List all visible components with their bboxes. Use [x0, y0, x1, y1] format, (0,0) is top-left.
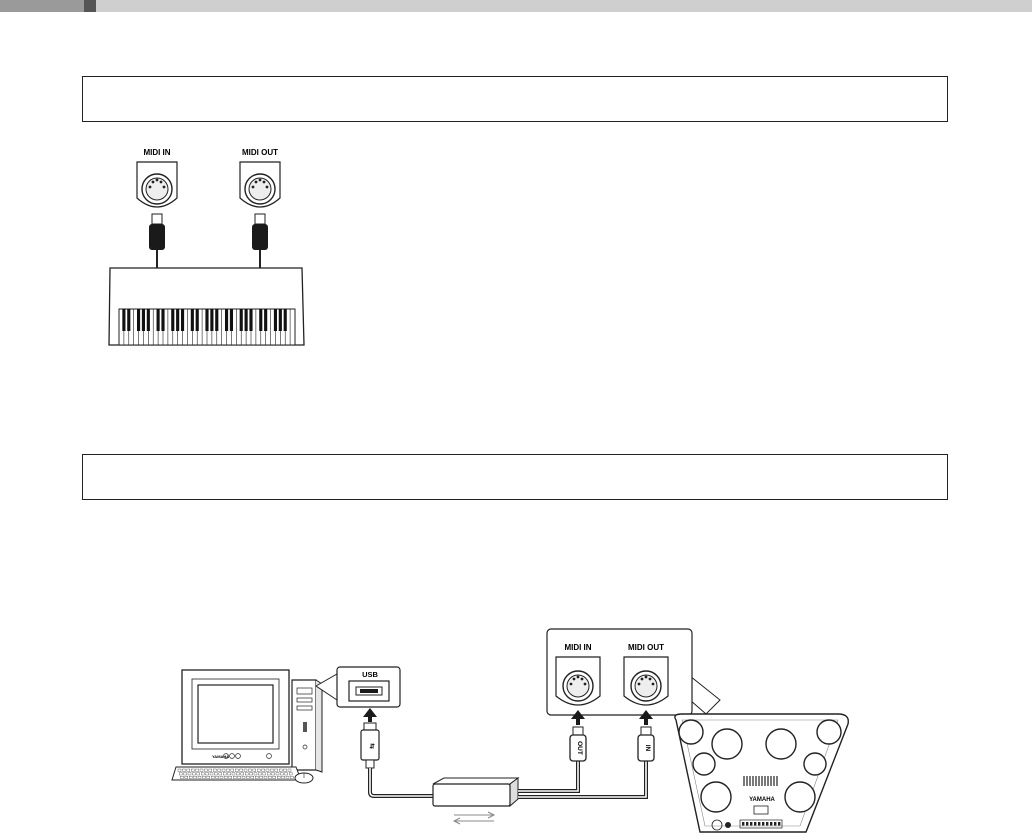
midi-in-plug [149, 213, 165, 268]
computer-mouse [294, 772, 314, 784]
label-midi-out: MIDI OUT [242, 148, 278, 157]
usb-plug: ⇆ [360, 708, 380, 769]
drum-pad-1 [678, 719, 704, 745]
drum-pad-6 [803, 752, 827, 776]
plug-out-label: OUT [576, 741, 583, 755]
drum-pad-7 [700, 781, 732, 813]
label-drum-midi-out: MIDI OUT [628, 643, 664, 652]
label-midi-in: MIDI IN [143, 148, 170, 157]
midi-ports-callout: MIDI IN MIDI OUT [546, 628, 721, 716]
usb-port-callout: USB [315, 666, 401, 708]
label-drum-midi-in: MIDI IN [564, 643, 591, 652]
drum-midi-in-jack [555, 656, 601, 706]
computer-keyboard [171, 766, 302, 781]
svg-text:YAMAHA: YAMAHA [212, 754, 229, 759]
usb-cable [368, 768, 436, 798]
header-tab-dark [84, 0, 96, 12]
midi-plug-out: OUT [569, 710, 587, 762]
drum-pad-3 [765, 728, 797, 760]
drum-pad-2 [711, 728, 743, 760]
drum-pad-8 [784, 781, 816, 813]
midi-plug-in: IN [637, 710, 655, 762]
computer-monitor: YAMAHA [181, 669, 290, 765]
drum-pad-4 [816, 719, 842, 745]
page-header-bar [0, 0, 1032, 12]
usb-label: USB [362, 670, 378, 679]
drum-pad-5 [692, 752, 716, 776]
drum-brand: YAMAHA [749, 797, 775, 803]
midi-cable-in [518, 760, 648, 799]
computer-tower [291, 679, 323, 773]
midi-out-jack [239, 161, 281, 208]
section-heading-box-2 [82, 454, 948, 500]
midi-out-plug [252, 213, 268, 268]
plug-in-label: IN [644, 745, 651, 752]
usb-midi-interface [432, 777, 520, 825]
midi-in-jack [136, 161, 178, 208]
svg-text:⇆: ⇆ [368, 743, 375, 749]
keyboard-instrument [108, 267, 305, 346]
drum-midi-out-jack [623, 656, 669, 706]
drum-pad-instrument: YAMAHA [674, 713, 849, 833]
section-heading-box-1 [82, 76, 948, 122]
midi-cable-out [518, 760, 580, 793]
header-tab-light [0, 0, 84, 12]
